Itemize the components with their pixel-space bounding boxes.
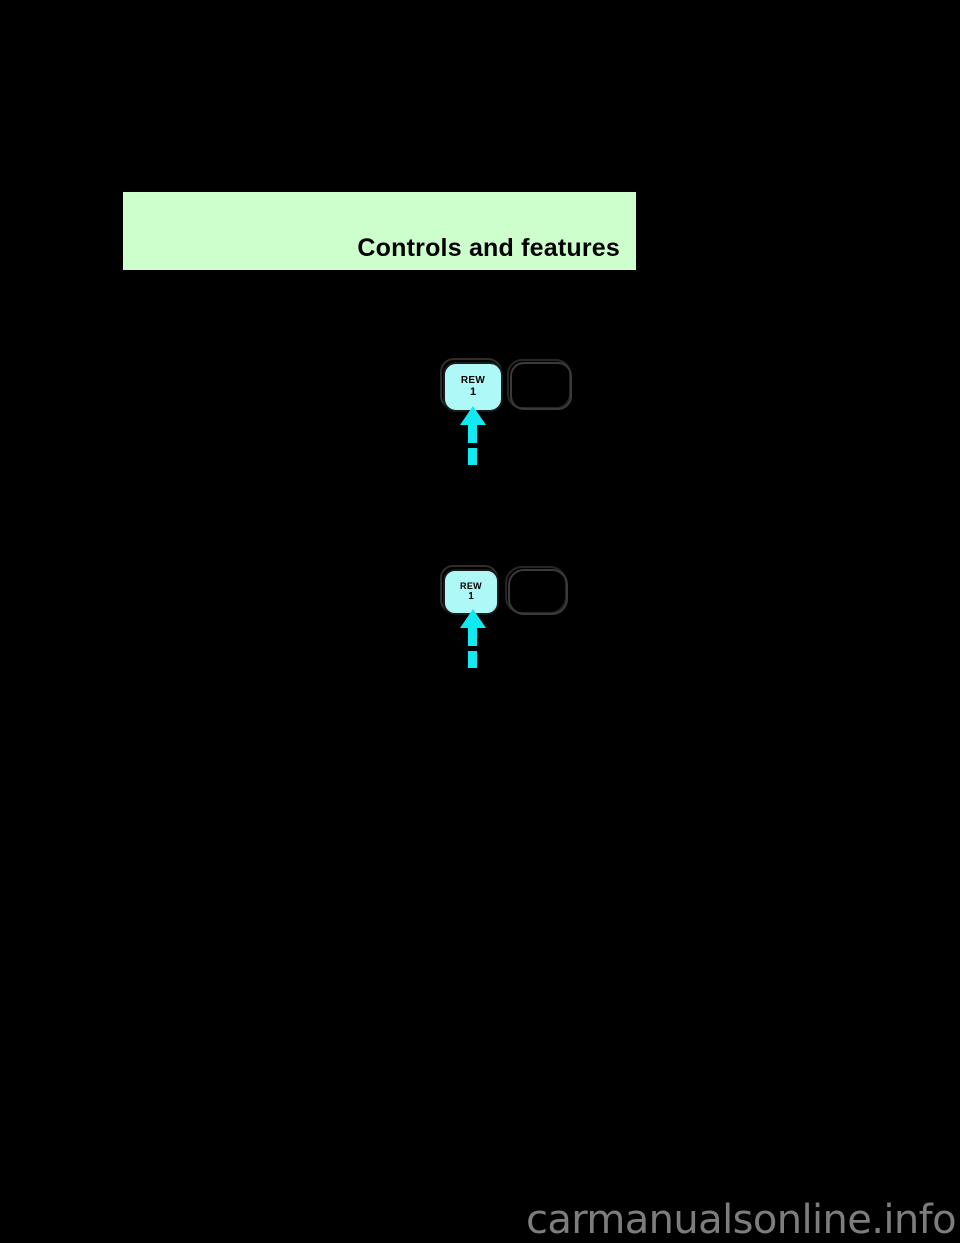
adjacent-button[interactable] [508,569,568,615]
callout-arrow-up-icon [460,406,486,468]
rew-button-label-top: REW [460,375,486,387]
adjacent-button[interactable] [510,362,572,410]
arrow-tail [468,651,477,668]
rew-button[interactable]: REW 1 [443,362,503,412]
rew-button-label-bottom: 1 [469,386,477,399]
arrow-shaft [468,424,477,443]
rew-button-label-top: REW [460,581,482,592]
site-watermark: carmanualsonline.info [525,1197,957,1243]
section-header-banner: Controls and features [123,192,636,270]
arrow-head [460,609,486,628]
arrow-tail [468,448,477,465]
rew-button-callout-1: REW 1 [440,358,600,468]
rew-button[interactable]: REW 1 [443,569,499,615]
page-title: Controls and features [357,233,620,262]
callout-arrow-up-icon [460,609,486,669]
rew-button-label-bottom: 1 [468,591,474,603]
rew-button-callout-2: REW 1 [440,565,600,673]
arrow-head [460,406,486,425]
arrow-shaft [468,627,477,646]
